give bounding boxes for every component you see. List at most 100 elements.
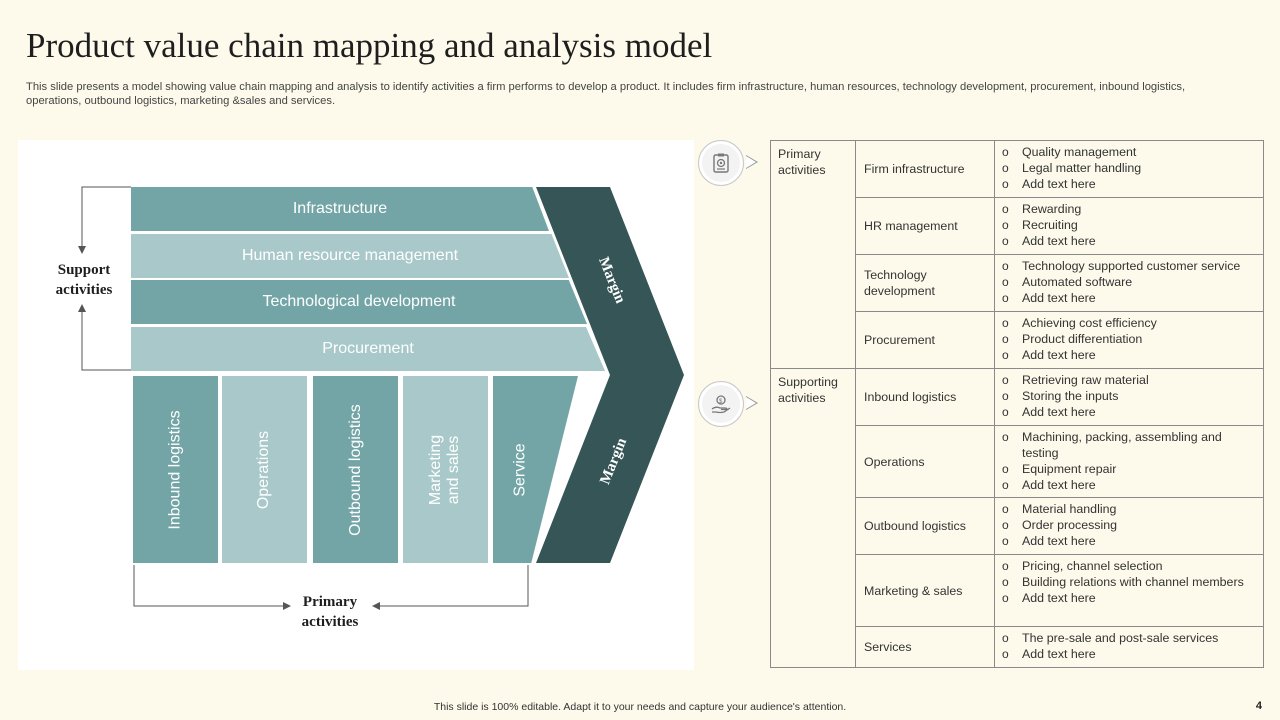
slide-title: Product value chain mapping and analysis… [26,26,713,65]
bullet-point: o Add text here [1002,533,1255,549]
bullet-icon: o [1002,478,1009,492]
bullet-text: Legal matter handling [1022,161,1142,175]
bullet-point: o Technology supported customer service [1002,258,1255,274]
band-procurement: Procurement [131,327,605,371]
bullet-text: Add text here [1022,405,1096,419]
bullet-point: o Product differentiation [1002,331,1255,347]
column-marketing-sales: Marketing and sales [403,376,488,563]
bullet-text: Rewarding [1022,202,1082,216]
bullet-icon: o [1002,275,1009,289]
hand-money-icon: $ [698,381,744,427]
bullet-text: Recruiting [1022,218,1078,232]
bullet-text: Pricing, channel selection [1022,559,1163,573]
activity-cell: Firm infrastructure [855,140,995,198]
bullet-icon: o [1002,631,1009,645]
support-activities-label: Support activities [55,262,113,298]
band-label: Human resource management [241,247,459,264]
bullet-point: o Pricing, channel selection [1002,558,1255,574]
activity-cell: HR management [855,197,995,255]
activity-cell: Inbound logistics [855,368,995,426]
bullet-text: Technology supported customer service [1022,259,1241,273]
band-human-resource: Human resource management [131,234,569,278]
bullet-text: Add text here [1022,177,1096,191]
bullet-point: o Machining, packing, assembling and test… [1002,429,1255,461]
category-cell: Supporting activities [770,368,856,668]
activity-cell: Technology development [855,254,995,312]
pointer-arrow-fill [746,397,756,409]
bullet-point: o Building relations with channel members [1002,574,1255,590]
bullet-icon: o [1002,405,1009,419]
bullet-icon: o [1002,145,1009,159]
bullet-icon: o [1002,647,1009,661]
clipboard-gear-icon [698,140,744,186]
column-label: Outbound logistics [346,403,364,536]
band-label: Infrastructure [292,200,388,217]
bullet-text: Add text here [1022,591,1096,605]
bullet-icon: o [1002,259,1009,273]
bullet-icon: o [1002,559,1009,573]
column-label: Operations [255,430,273,509]
bullet-icon: o [1002,332,1009,346]
band-label: Procurement [322,340,414,357]
bullet-text: Material handling [1022,502,1117,516]
bullet-icon: o [1002,534,1009,548]
pointer-arrow-fill [746,156,756,168]
bullet-text: Product differentiation [1022,332,1143,346]
bullet-icon: o [1002,348,1009,362]
points-cell: o Machining, packing, assembling and test… [994,425,1264,498]
column-operations: Operations [222,376,307,563]
bullet-icon: o [1002,591,1009,605]
bullet-icon: o [1002,316,1009,330]
bullet-point: o Add text here [1002,590,1255,606]
column-inbound-logistics: Inbound logistics [133,376,218,563]
bullet-text: Machining, packing, assembling and testi… [1022,430,1222,460]
bullet-point: o Add text here [1002,404,1255,420]
footer-note: This slide is 100% editable. Adapt it to… [433,701,847,713]
bullet-text: Retrieving raw material [1022,373,1149,387]
bullet-text: Add text here [1022,478,1096,492]
bullet-icon: o [1002,373,1009,387]
bullet-point: o Add text here [1002,477,1255,493]
bullet-text: Add text here [1022,534,1096,548]
bullet-text: The pre-sale and post-sale services [1022,631,1219,645]
slide-subtitle: This slide presents a model showing valu… [26,81,1186,107]
bullet-text: Add text here [1022,234,1096,248]
page-number: 4 [1255,700,1262,712]
bullet-icon: o [1002,575,1009,589]
band-infrastructure: Infrastructure [131,187,549,231]
bullet-text: Automated software [1022,275,1133,289]
category-cell: Primary activities [770,140,856,369]
bullet-text: Storing the inputs [1022,389,1119,403]
band-technological-development: Technological development [131,280,587,324]
bullet-text: Equipment repair [1022,462,1117,476]
svg-text:$: $ [719,399,723,405]
table-row: Technology development o Technology suppor… [771,254,1264,312]
bullet-text: Building relations with channel members [1022,575,1244,589]
activity-cell: Services [855,626,995,668]
column-label: Inbound logistics [166,409,184,530]
bullet-icon: o [1002,430,1009,444]
bullet-point: o Retrieving raw material [1002,372,1255,388]
bullet-icon: o [1002,518,1009,532]
bullet-icon: o [1002,291,1009,305]
bullet-icon: o [1002,502,1009,516]
column-label: Marketing and sales [427,434,463,505]
